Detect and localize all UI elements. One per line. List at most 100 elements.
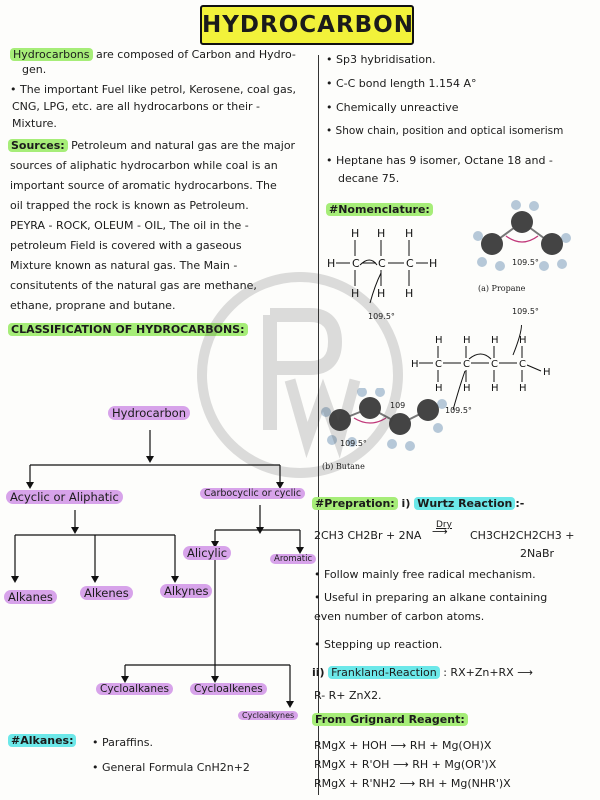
property-line: • Sp3 hybridisation.: [326, 53, 436, 66]
svg-text:C: C: [463, 359, 470, 370]
svg-text:H: H: [519, 335, 527, 346]
svg-text:H: H: [405, 287, 413, 300]
propane-caption: (a) Propane: [478, 284, 526, 293]
svg-text:H: H: [491, 335, 499, 346]
frankland-product: R- R+ ZnX2.: [314, 689, 382, 702]
column-divider: [318, 55, 319, 795]
watermark-logo: [197, 272, 403, 478]
alkanes-bullet-2: • General Formula CnH2n+2: [92, 761, 250, 774]
grignard-heading: From Grignard Reagent:: [312, 713, 468, 726]
svg-text:H: H: [519, 383, 527, 394]
property-line: • Heptane has 9 isomer, Octane 18 and -: [326, 154, 553, 167]
tree-acyclic: Acyclic or Aliphatic: [6, 490, 123, 504]
sources-line: Mixture known as natural gas. The Main -: [10, 259, 238, 272]
nomenclature-heading: #Nomenclature:: [326, 203, 433, 216]
fuels-line-2: CNG, LPG, etc. are all hydrocarbons or t…: [12, 100, 261, 113]
wurtz-note: • Follow mainly free radical mechanism.: [314, 568, 536, 581]
nomenclature-heading-wrap: #Nomenclature:: [326, 202, 433, 217]
svg-text:H: H: [377, 287, 385, 300]
sources-first-rest: Petroleum and natural gas are the major: [71, 139, 296, 152]
svg-text:H: H: [435, 383, 443, 394]
preparation-heading: #Prepration:: [312, 497, 398, 510]
sources-line: oil trapped the rock is known as Petrole…: [10, 199, 249, 212]
grignard-eq: RMgX + HOH ⟶ RH + Mg(OH)X: [314, 739, 492, 752]
tree-acyclic-wrap: Acyclic or Aliphatic: [6, 490, 123, 504]
svg-text:C: C: [491, 359, 498, 370]
sources-line: important source of aromatic hydrocarbon…: [10, 179, 277, 192]
tree-alicyclic-wrap: Alicylic: [183, 546, 232, 560]
svg-text:109.5°: 109.5°: [512, 258, 539, 267]
tree-alkanes-wrap: Alkanes: [4, 590, 57, 604]
svg-text:H: H: [377, 227, 385, 240]
tree-alkynes-wrap: Alkynes: [160, 584, 213, 598]
method1-number: i): [401, 497, 411, 510]
svg-text:H: H: [411, 359, 419, 370]
svg-text:H: H: [463, 383, 471, 394]
svg-text:H: H: [429, 257, 437, 270]
method1-suffix: :-: [515, 497, 525, 510]
svg-text:C: C: [435, 359, 442, 370]
wurtz-eq-byproduct: 2NaBr: [520, 547, 555, 560]
svg-text:109.5°: 109.5°: [340, 439, 367, 448]
property-line: • C-C bond length 1.154 A°: [326, 77, 477, 90]
tree-cycloalkynes: Cycloalkynes: [238, 711, 299, 720]
frankland-line: ii) Frankland-Reaction : RX+Zn+RX ⟶: [312, 665, 533, 680]
wurtz-reaction-label: Wurtz Reaction: [414, 497, 516, 510]
butane-3d-model: 109.5° 109: [321, 388, 447, 451]
alkanes-heading: #Alkanes:: [8, 734, 77, 747]
classification-heading-wrap: CLASSIFICATION OF HYDROCARBONS:: [8, 322, 248, 337]
tree-alkenes: Alkenes: [80, 586, 133, 600]
sources-line: petroleum Field is covered with a gaseou…: [10, 239, 242, 252]
svg-text:H: H: [351, 287, 359, 300]
grignard-eq: RMgX + R'OH ⟶ RH + Mg(OR')X: [314, 758, 497, 771]
sources-line: consitutents of the natural gas are meth…: [10, 279, 257, 292]
sources-line: PEYRA - ROCK, OLEUM - OIL, The oil in th…: [10, 219, 249, 232]
method2-number: ii): [312, 666, 325, 679]
wurtz-eq-left: 2CH3 CH2Br + 2NA: [314, 529, 422, 542]
sources-heading: Sources:: [8, 139, 68, 152]
svg-text:H: H: [351, 227, 359, 240]
frankland-reaction-label: Frankland-Reaction: [328, 666, 440, 679]
svg-text:C: C: [378, 257, 386, 270]
frankland-eq: : RX+Zn+RX ⟶: [443, 666, 533, 679]
svg-text:C: C: [352, 257, 360, 270]
page-title: HYDROCARBON: [200, 5, 414, 45]
wurtz-arrow: ⟶: [432, 525, 448, 538]
tree-root-wrap: Hydrocarbon: [108, 406, 190, 420]
svg-text:H: H: [327, 257, 335, 270]
svg-text:H: H: [543, 367, 551, 378]
property-line: • Show chain, position and optical isome…: [326, 125, 564, 137]
sources-line-1: Sources: Petroleum and natural gas are t…: [8, 138, 295, 153]
svg-text:109: 109: [390, 401, 405, 410]
propane-angle-label: 109.5°: [368, 312, 395, 321]
tree-alicyclic: Alicylic: [183, 546, 232, 560]
fuels-line-1: • The important Fuel like petrol, Kerose…: [10, 83, 296, 96]
tree-cycloalkenes-wrap: Cycloalkenes: [190, 683, 267, 695]
svg-text:C: C: [519, 359, 526, 370]
property-line: • Chemically unreactive: [326, 101, 459, 114]
tree-cycloalkanes-wrap: Cycloalkanes: [96, 683, 173, 695]
tree-aromatic: Aromatic: [270, 554, 317, 564]
wurtz-note: • Useful in preparing an alkane containi…: [314, 591, 548, 604]
classification-tree-lines: [11, 430, 304, 708]
sources-line: sources of aliphatic hydrocarbon while c…: [10, 159, 278, 172]
intro-line-2: gen.: [22, 63, 47, 76]
tree-alkynes: Alkynes: [160, 584, 213, 598]
intro-rest: are composed of Carbon and Hydro-: [96, 48, 296, 61]
fuels-line-3: Mixture.: [12, 117, 57, 130]
tree-cycloalkenes: Cycloalkenes: [190, 683, 267, 695]
tree-carbocyclic-wrap: Carbocyclic or cyclic: [200, 488, 306, 499]
alkanes-heading-wrap: #Alkanes:: [8, 733, 77, 748]
tree-cycloalkynes-wrap: Cycloalkynes: [238, 711, 299, 720]
wurtz-eq-reagent: Dry: [436, 520, 452, 530]
hydrocarbons-term: Hydrocarbons: [10, 48, 93, 61]
sources-line: ethane, proprane and butane.: [10, 299, 176, 312]
tree-alkenes-wrap: Alkenes: [80, 586, 133, 600]
grignard-heading-wrap: From Grignard Reagent:: [312, 712, 468, 727]
tree-carbocyclic: Carbocyclic or cyclic: [200, 488, 306, 499]
wurtz-note: even number of carbon atoms.: [314, 610, 485, 623]
svg-text:H: H: [435, 335, 443, 346]
svg-text:H: H: [405, 227, 413, 240]
